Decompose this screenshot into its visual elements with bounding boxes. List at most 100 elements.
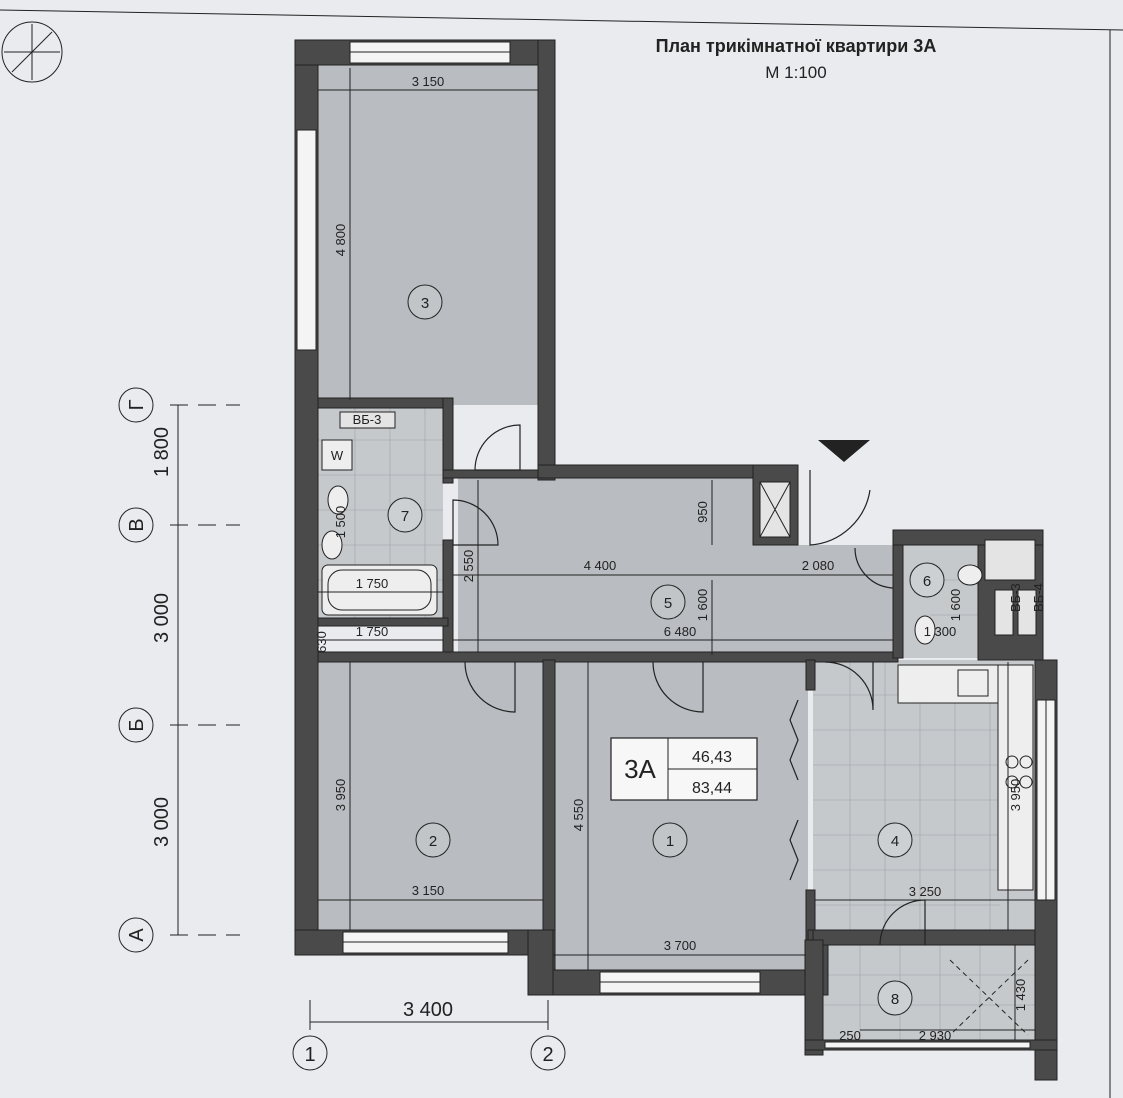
- shafts: ВБ-3 ВБ-4 ВБ-3: [339, 411, 1046, 636]
- stove-burner-icon: [1019, 755, 1033, 769]
- room-number-4: 4: [891, 833, 899, 850]
- sink-bath: [321, 530, 343, 560]
- dim-630: 630: [314, 631, 329, 653]
- entrance-arrow-icon: [818, 440, 870, 462]
- dimension-lines: [170, 68, 1035, 1040]
- wall-room3-bottom-left: [317, 397, 447, 409]
- dim-balcony-1430: 1 430: [1013, 979, 1028, 1012]
- room-number-1: 1: [666, 833, 674, 850]
- fixtures: W: [321, 439, 1034, 1036]
- dim-balcony-250: 250: [839, 1028, 861, 1043]
- dim-balcony-2930: 2 930: [919, 1028, 952, 1043]
- axis-dim-3400: 3 400: [403, 999, 453, 1021]
- toilet-wc: [914, 615, 936, 645]
- axis-label-g: Г: [126, 399, 148, 410]
- room-5-floor-ext: [753, 545, 893, 658]
- axis-dim-3000-lower: 3 000: [151, 797, 173, 847]
- axis-label-2: 2: [542, 1044, 553, 1066]
- dim-room1-length: 4 550: [571, 799, 586, 832]
- door-room1: [652, 661, 704, 713]
- dim-room4-length: 3 950: [1008, 779, 1023, 812]
- wall-room1-corner: [527, 929, 554, 996]
- room-6-floor: [903, 545, 978, 658]
- living-area: 46,43: [692, 749, 732, 766]
- door-room4: [824, 661, 874, 711]
- room-1-floor: [553, 660, 808, 970]
- room-number-5: 5: [664, 595, 672, 612]
- stove-burner-icon: [1019, 775, 1033, 789]
- washer: [321, 439, 353, 471]
- kitchen-counter-top: [897, 664, 999, 704]
- door-room2: [464, 661, 516, 713]
- north-arrow-icon: [1, 21, 63, 83]
- dim-room2-width: 3 150: [412, 883, 445, 898]
- dim-corridor-6480: 6 480: [664, 624, 697, 639]
- entrance-door: [809, 470, 871, 546]
- washer-label: W: [331, 448, 344, 463]
- sliding-door-upper: [789, 699, 799, 781]
- sheet-border: [0, 9, 1123, 31]
- door-wc: [854, 547, 894, 589]
- dim-room3-width: 3 150: [412, 74, 445, 89]
- sliding-door-lower: [789, 819, 799, 881]
- room-numbers: 3 7 5 6 2 1 4 8: [387, 284, 945, 1016]
- room-5-floor: [458, 478, 753, 658]
- wall-balcony-left: [804, 939, 824, 1056]
- apartment-number: 3А: [624, 754, 656, 784]
- vent-label-vb3: ВБ-3: [1008, 583, 1023, 612]
- stove-burner-icon: [1005, 775, 1019, 789]
- axis-dim-1800: 1 800: [151, 427, 173, 477]
- stove-burner-icon: [1005, 755, 1019, 769]
- tile-grid: [318, 405, 1035, 1040]
- dim-room1-width: 3 700: [664, 938, 697, 953]
- dim-room4-width: 3 250: [909, 884, 942, 899]
- axis-bubbles: Г В Б А 1 2: [118, 387, 566, 1071]
- wall-bath-right: [442, 397, 454, 484]
- sink-wc: [957, 564, 983, 586]
- windows: [296, 41, 1056, 1049]
- bathtub: [321, 564, 438, 616]
- dim-corridor-950: 950: [695, 501, 710, 523]
- dim-wc-1600: 1 600: [948, 589, 963, 622]
- plan-scale: М 1:100: [765, 63, 826, 82]
- axis-label-a: А: [126, 928, 148, 942]
- door-bath: [452, 499, 499, 546]
- dim-bath-1500: 1 500: [333, 506, 348, 539]
- vent-label-vb4: ВБ-4: [1031, 583, 1046, 612]
- window-balcony: [824, 1041, 1031, 1049]
- plan-title: План трикімнатної квартири 3А: [656, 36, 937, 56]
- dim-room3-length: 4 800: [333, 224, 348, 257]
- dim-room2-length: 3 950: [333, 779, 348, 812]
- axis-label-1: 1: [304, 1044, 315, 1066]
- axis-label-v: В: [126, 518, 148, 531]
- wall-room3-right: [537, 39, 556, 481]
- dim-corridor-2080: 2 080: [802, 558, 835, 573]
- axis-dim-3000-upper: 3 000: [151, 593, 173, 643]
- wall-room1-room4-top: [805, 659, 816, 691]
- kitchen-sink: [957, 669, 989, 697]
- room-number-8: 8: [891, 991, 899, 1008]
- axis-label-b: Б: [126, 718, 148, 731]
- dim-bath-1750-bottom: 1 750: [356, 624, 389, 639]
- room-number-7: 7: [401, 508, 409, 525]
- wall-room6-left: [892, 544, 904, 659]
- door-room3: [474, 424, 521, 471]
- toilet-bath: [327, 485, 349, 515]
- dim-corridor-2550: 2 550: [461, 550, 476, 583]
- vent-label-vb3-bath: ВБ-3: [353, 412, 382, 427]
- room-number-6: 6: [923, 573, 931, 590]
- dim-corridor-1600: 1 600: [695, 589, 710, 622]
- apartment-label-box: 3А 46,43 83,44: [610, 737, 758, 801]
- wall-bath-right-lower: [442, 539, 454, 661]
- room-2-floor: [318, 660, 543, 930]
- room-8-floor: [823, 945, 1035, 1040]
- dim-wc-1300: 1 300: [924, 624, 957, 639]
- wall-corridor-top-left: [442, 469, 554, 479]
- room-number-2: 2: [429, 833, 437, 850]
- dim-bath-1750: 1 750: [356, 576, 389, 591]
- total-area: 83,44: [692, 780, 732, 797]
- wall-bath-bottom: [317, 617, 449, 627]
- dim-corridor-4400: 4 400: [584, 558, 617, 573]
